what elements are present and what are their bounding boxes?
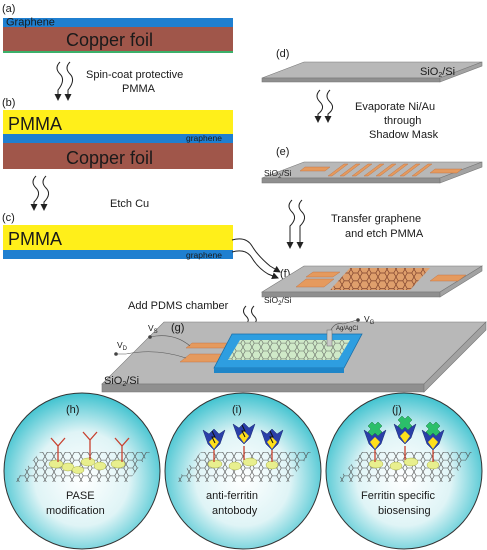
contact-pads-f [295, 271, 467, 288]
reference-electrode [326, 329, 333, 347]
step-transfer-line2: and etch PMMA [345, 228, 424, 240]
vg-terminal [356, 318, 360, 322]
circle-i: (i) anti-ferritin antobody [164, 392, 322, 550]
substrate-label-g: SiO2/Si [104, 375, 139, 388]
graphene-lattice-g [228, 340, 350, 360]
arrow-b-c-2 [40, 175, 50, 211]
copper-label: Copper foil [66, 30, 153, 50]
graphene-lattice-f [330, 268, 430, 290]
arrow-e-f-1 [286, 199, 296, 249]
vg-wire [330, 319, 358, 331]
substrate-label-f: SiO2/Si [264, 295, 292, 307]
substrate-e-side [439, 161, 483, 184]
step-spincoat-line1: Spin-coat protective [86, 69, 183, 81]
vg-label: VG [364, 314, 375, 326]
arrow-a-b-1 [54, 61, 64, 101]
pdms-chamber-front [214, 368, 344, 373]
substrate-e-front [261, 177, 441, 184]
panel-d-label: (d) [276, 48, 289, 60]
substrate-d-front [261, 77, 441, 83]
step-evap-line2: through [384, 115, 421, 127]
pmma-label-b: PMMA [8, 114, 62, 134]
copper-label-b: Copper foil [66, 148, 153, 168]
graphene-layer-b [3, 134, 233, 143]
label-j-line2: biosensing [378, 505, 431, 517]
panel-g-label: (g) [171, 322, 184, 334]
pmma-layer-c [3, 225, 233, 250]
circle-h: (h) PASE modification [3, 392, 161, 550]
step-evap-line1: Evaporate Ni/Au [355, 101, 435, 113]
panel-j-label: (j) [392, 404, 402, 416]
contact-pads-e [299, 163, 463, 177]
substrate-g-side [423, 321, 487, 393]
vd-wire [116, 351, 187, 359]
graphene-h [14, 452, 150, 482]
step-pdms: Add PDMS chamber [128, 300, 229, 312]
linkers-h [50, 431, 130, 462]
panel-e-label: (e) [276, 146, 289, 158]
panel-c-label: (c) [2, 212, 15, 224]
arrow-d-e-2 [324, 89, 334, 123]
pase-molecules-i [207, 457, 279, 471]
panel-b-label: (b) [2, 97, 15, 109]
panel-h-label: (h) [66, 404, 79, 416]
arrow-d-e-1 [314, 89, 324, 123]
label-j-line1: Ferritin specific [361, 490, 435, 502]
substrate-label-e: SiO2/Si [264, 168, 292, 180]
substrate-d-side [439, 61, 483, 83]
vs-wire [149, 335, 191, 347]
vs-terminal [148, 335, 152, 339]
ferritin-molecules-j [367, 415, 441, 437]
pmma-layer [3, 110, 233, 134]
substrate-label-d: SiO2/Si [420, 66, 455, 79]
bottom-graphene-layer [3, 51, 233, 53]
graphene-layer [3, 18, 233, 27]
copper-layer-b [3, 143, 233, 169]
pmma-label-c: PMMA [8, 229, 62, 249]
label-i-line2: antobody [212, 505, 258, 517]
arrow-c-f-2 [231, 250, 279, 280]
panel-i-label: (i) [232, 404, 242, 416]
ref-electrode-label: Ag/AgCl [336, 326, 358, 332]
arrow-e-f-2 [296, 199, 306, 249]
label-h-line1: PASE [66, 490, 95, 502]
vs-label: VS [148, 323, 158, 335]
circle-j: (j) Ferritin specific biosensing [325, 392, 483, 550]
graphene-i [175, 452, 311, 482]
step-evap-line3: Shadow Mask [369, 129, 439, 141]
step-etch: Etch Cu [110, 198, 149, 210]
substrate-f-side [439, 265, 483, 298]
pase-molecules-j [368, 457, 440, 471]
graphene-j [336, 452, 472, 482]
graphene-layer-c [3, 250, 233, 259]
arrow-a-b-2 [64, 61, 74, 101]
antibodies-i [202, 422, 284, 462]
step-transfer-line1: Transfer graphene [331, 213, 421, 225]
label-i-line1: anti-ferritin [206, 490, 258, 502]
vd-terminal [114, 352, 118, 356]
arrow-c-f-1 [231, 238, 281, 273]
substrate-g-front [101, 383, 425, 393]
graphene-label-c: graphene [186, 250, 222, 260]
copper-layer [3, 27, 233, 52]
step-spincoat-line2: PMMA [122, 83, 156, 95]
panel-a-label: (a) [2, 3, 15, 15]
graphene-label: Graphene [6, 17, 55, 29]
arrow-b-c-1 [30, 175, 40, 211]
vd-label: VD [117, 340, 128, 352]
label-h-line2: modification [46, 505, 105, 517]
graphene-label-b: graphene [186, 133, 222, 143]
panel-f-label: (f) [280, 268, 290, 280]
